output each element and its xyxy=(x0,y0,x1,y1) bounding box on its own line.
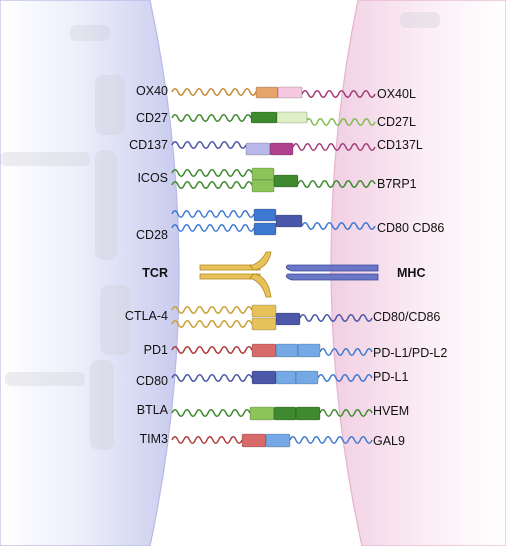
icos-tail-1 xyxy=(171,169,253,177)
btla-tail xyxy=(171,409,251,417)
cd80-cd86-ligand-tail xyxy=(299,314,373,322)
gal9-domain xyxy=(265,433,291,448)
label-cd80: CD80 xyxy=(136,374,168,388)
cd80-cd86-ligand-domain xyxy=(275,312,301,326)
apc-cell-membrane xyxy=(330,0,506,546)
ox40l-tail xyxy=(301,90,376,98)
label-cd27: CD27 xyxy=(136,111,168,125)
hvem-domain-b xyxy=(295,406,321,421)
pd1-tail xyxy=(171,346,253,354)
cd80-cd86-tail xyxy=(301,222,376,230)
cd137l-tail xyxy=(292,143,376,151)
cd80-cd86-domain xyxy=(275,214,303,228)
label-btla: BTLA xyxy=(137,403,169,417)
ctla4-domain-2 xyxy=(251,317,277,331)
ctla4-tail-1 xyxy=(171,306,253,314)
ox40-domain xyxy=(255,86,279,99)
gal9-tail xyxy=(289,436,373,444)
label-cd28: CD28 xyxy=(136,228,168,242)
label-cd137: CD137 xyxy=(129,138,168,152)
cd28-domain-2 xyxy=(253,222,277,236)
mhc-molecule xyxy=(285,264,379,281)
label-gal9: GAL9 xyxy=(373,434,405,448)
cd28-tail-1 xyxy=(171,210,255,218)
label-pdl1: PD-L1 xyxy=(373,370,408,384)
cd27l-domain xyxy=(276,111,308,124)
pdl1-domain-b xyxy=(297,343,321,358)
pdl1-tail xyxy=(317,374,373,382)
pd1-domain xyxy=(251,343,277,358)
label-b7rp1: B7RP1 xyxy=(377,177,417,191)
ctla4-domain-1 xyxy=(251,304,277,318)
icos-tail-2 xyxy=(171,181,253,189)
label-pdl1-pdl2: PD-L1/PD-L2 xyxy=(373,346,447,360)
cd28-tail-2 xyxy=(171,224,255,232)
label-tim3: TIM3 xyxy=(140,432,169,446)
label-mhc: MHC xyxy=(397,266,425,280)
label-ox40: OX40 xyxy=(136,84,168,98)
label-cd137l: CD137L xyxy=(377,138,423,152)
label-hvem: HVEM xyxy=(373,404,409,418)
cd27l-tail xyxy=(305,118,376,126)
label-icos: ICOS xyxy=(137,171,168,185)
cd27-domain xyxy=(250,111,278,124)
label-ctla4: CTLA-4 xyxy=(125,309,168,323)
ctla4-tail-2 xyxy=(171,320,253,328)
cd80-domain xyxy=(251,370,277,385)
cd28-domain-1 xyxy=(253,208,277,222)
cd80-tail xyxy=(171,374,253,382)
label-cd27l: CD27L xyxy=(377,115,416,129)
pdl1-ligand-domain-b xyxy=(295,370,319,385)
tim3-tail xyxy=(171,436,243,444)
label-pd1: PD1 xyxy=(144,343,168,357)
ox40l-domain xyxy=(277,86,303,99)
btla-domain xyxy=(249,406,275,421)
hvem-domain-a xyxy=(273,406,297,421)
cd137-tail xyxy=(171,141,247,149)
t-cell-membrane xyxy=(0,0,180,546)
icos-domain-2 xyxy=(251,179,275,193)
hvem-tail xyxy=(319,409,373,417)
label-cd80-cd86: CD80 CD86 xyxy=(377,221,444,235)
tcr-molecule xyxy=(199,251,272,298)
cd137-domain xyxy=(245,142,271,156)
label-cd80-slash-cd86: CD80/CD86 xyxy=(373,310,440,324)
pdl1-pdl2-tail xyxy=(319,348,373,356)
pdl1-domain-a xyxy=(275,343,299,358)
watermark xyxy=(0,12,440,450)
icos-domain-1 xyxy=(251,167,275,181)
b7rp1-tail xyxy=(297,180,376,188)
pdl1-ligand-domain-a xyxy=(275,370,297,385)
cd27-tail xyxy=(171,114,252,122)
label-ox40l: OX40L xyxy=(377,87,416,101)
cd137l-domain xyxy=(269,142,294,156)
ox40-tail xyxy=(171,88,257,96)
tim3-domain xyxy=(241,433,267,448)
label-tcr: TCR xyxy=(142,266,168,280)
b7rp1-domain xyxy=(273,174,299,188)
